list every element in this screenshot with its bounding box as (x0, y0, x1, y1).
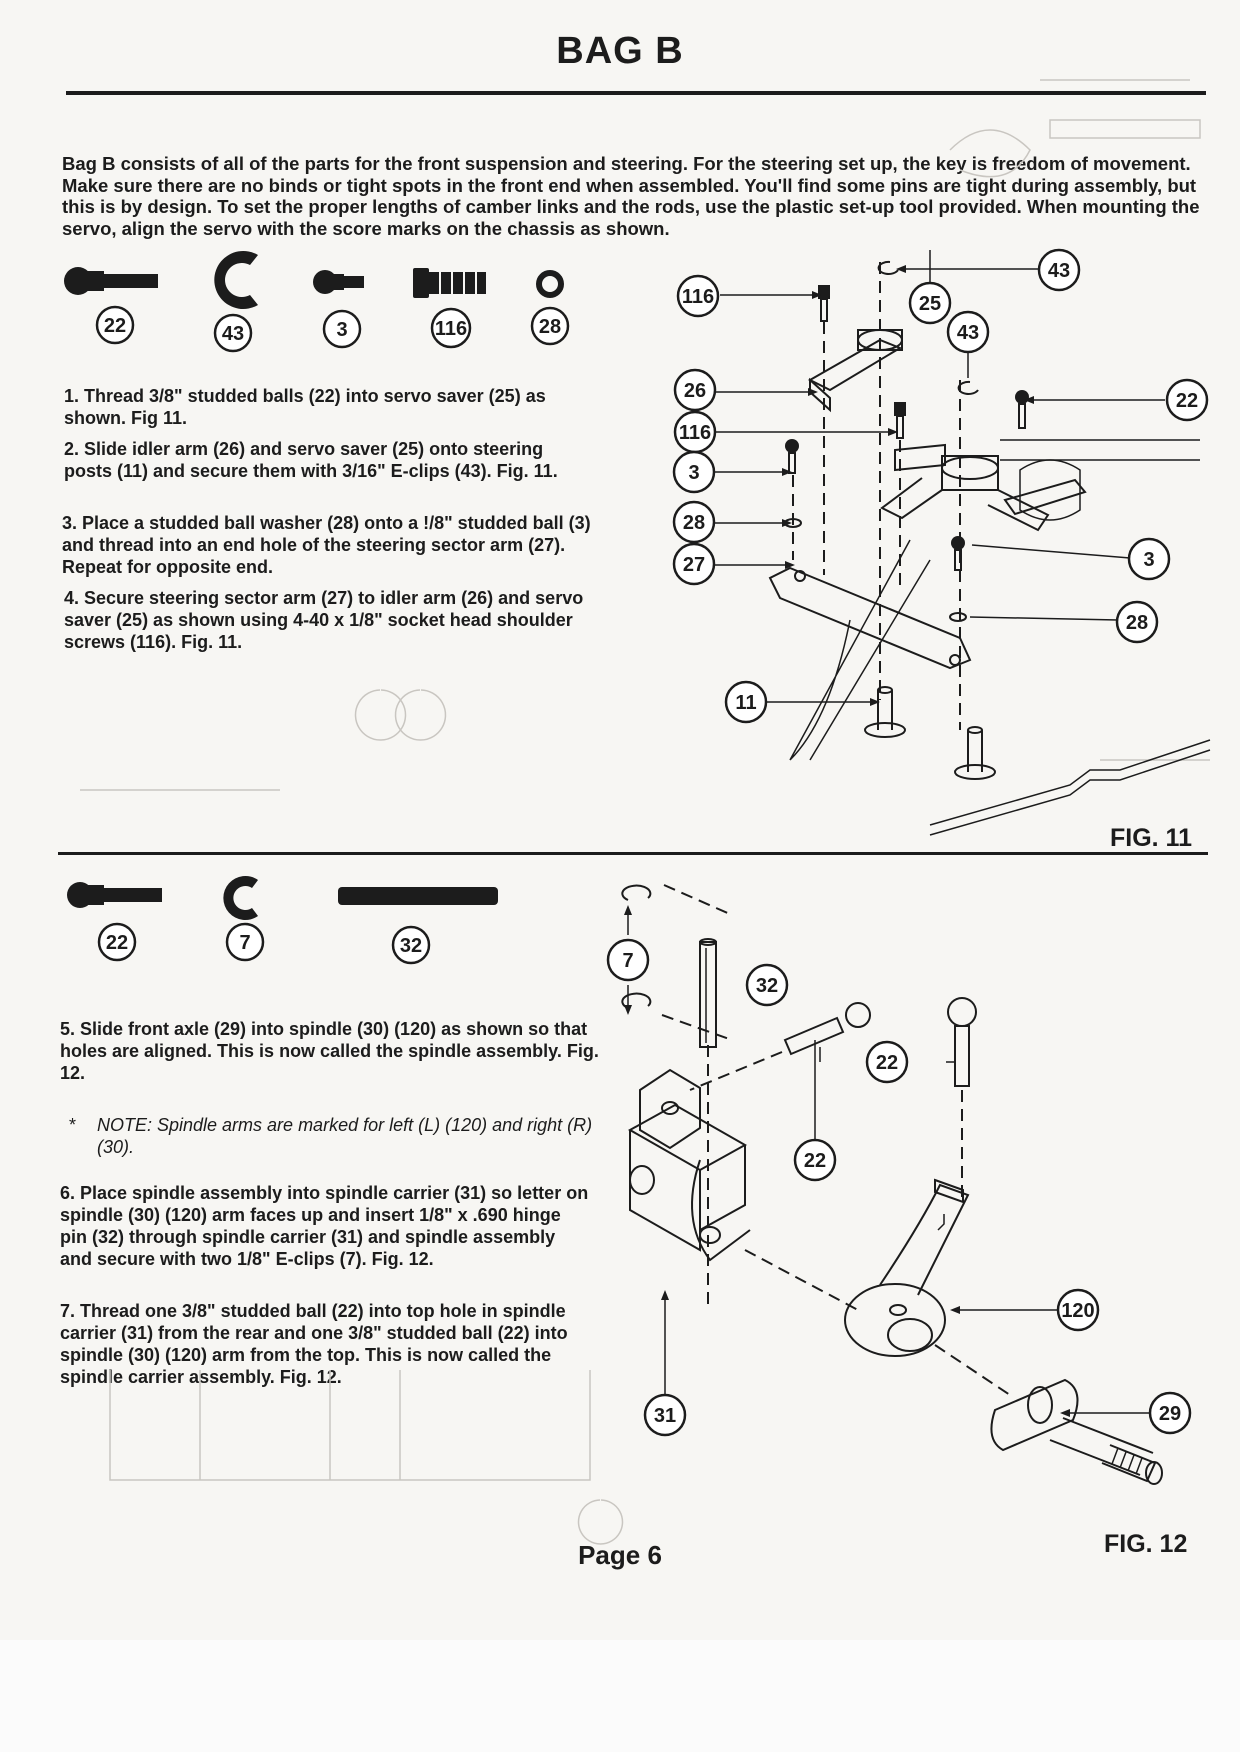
fig12-callout-32: 32 (745, 963, 789, 1007)
fig11-callout-116-top: 116 (676, 274, 720, 318)
part-label-7: 7 (225, 922, 265, 962)
step-4: 4. Secure steering sector arm (27) to id… (64, 588, 584, 652)
studded-ball-22-icon (64, 267, 158, 295)
step-5: 5. Slide front axle (29) into spindle (3… (60, 1019, 599, 1083)
svg-text:116: 116 (682, 286, 714, 308)
washer-28-icon (536, 270, 564, 298)
fig-12-drawing: 7 32 22 22 120 31 29 (606, 884, 1192, 1485)
svg-text:22: 22 (104, 315, 126, 337)
svg-text:32: 32 (756, 975, 778, 997)
fig11-callout-25: 25 (908, 281, 952, 325)
svg-text:32: 32 (400, 935, 422, 957)
fig11-callout-28-left: 28 (672, 500, 716, 544)
svg-text:3: 3 (688, 462, 699, 484)
svg-text:28: 28 (683, 512, 705, 534)
step-1: 1. Thread 3/8" studded balls (22) into s… (64, 386, 546, 428)
svg-text:27: 27 (683, 554, 705, 576)
part-label-28: 28 (530, 306, 570, 346)
svg-text:29: 29 (1159, 1403, 1181, 1425)
fig11-callout-116-mid: 116 (673, 410, 717, 454)
svg-text:22: 22 (106, 932, 128, 954)
part-label-3: 3 (322, 309, 362, 349)
fig11-callout-11: 11 (724, 680, 768, 724)
step-2: 2. Slide idler arm (26) and servo saver … (64, 439, 558, 481)
svg-text:116: 116 (679, 422, 711, 444)
part-label-43: 43 (213, 313, 253, 353)
note-asterisk: * (69, 1115, 77, 1135)
note-text: NOTE: Spindle arms are marked for left (… (97, 1115, 593, 1157)
svg-text:11: 11 (735, 692, 756, 714)
step-6: 6. Place spindle assembly into spindle c… (60, 1183, 589, 1269)
step-3: 3. Place a studded ball washer (28) onto… (62, 513, 591, 577)
svg-text:28: 28 (1126, 612, 1148, 634)
studded-ball-22-icon (67, 882, 162, 908)
section-rule (58, 852, 1208, 855)
svg-text:22: 22 (804, 1150, 826, 1172)
svg-text:120: 120 (1061, 1300, 1094, 1322)
svg-text:26: 26 (684, 380, 706, 402)
page-title: BAG B (556, 30, 684, 72)
fig-11-label: FIG. 11 (1110, 824, 1192, 852)
fig11-callout-26: 26 (673, 368, 717, 412)
fig11-callout-28-right: 28 (1115, 600, 1159, 644)
part-label-22: 22 (97, 922, 137, 962)
svg-text:43: 43 (222, 323, 244, 345)
fig-11-drawing: 116 25 43 43 26 116 3 28 27 22 3 (672, 248, 1211, 836)
manual-page (0, 0, 1240, 1640)
fig11-callout-27: 27 (672, 542, 716, 586)
parts-row-1: 22 43 3 116 28 (64, 250, 570, 353)
title-rule (66, 91, 1206, 95)
e-clip-43-icon (214, 250, 258, 309)
page-number: Page 6 (578, 1540, 662, 1570)
svg-text:43: 43 (1048, 260, 1070, 282)
fig11-callout-22: 22 (1165, 378, 1209, 422)
socket-screw-116-icon (413, 268, 486, 298)
svg-text:7: 7 (622, 950, 633, 972)
fig11-callout-43-mid: 43 (946, 310, 990, 354)
hinge-pin-32-icon (338, 887, 498, 905)
part-label-116: 116 (430, 307, 472, 349)
fig12-callout-7: 7 (606, 938, 650, 982)
step-7: 7. Thread one 3/8" studded ball (22) int… (60, 1301, 568, 1387)
studded-ball-3-icon (313, 270, 364, 294)
spindle-note: * NOTE: Spindle arms are marked for left… (69, 1114, 607, 1158)
svg-text:7: 7 (239, 932, 250, 954)
fig12-callout-22-top: 22 (865, 1040, 909, 1084)
part-label-32: 32 (391, 925, 431, 965)
intro-paragraph: Bag B consists of all of the parts for t… (62, 153, 1200, 239)
svg-text:31: 31 (654, 1405, 676, 1427)
fig12-callout-29: 29 (1148, 1391, 1192, 1435)
fig11-callout-3-right: 3 (1127, 537, 1171, 581)
fig11-callout-3-left: 3 (672, 450, 716, 494)
e-clip-7-icon (223, 876, 258, 921)
fig12-callout-31: 31 (643, 1393, 687, 1437)
svg-text:3: 3 (1143, 549, 1154, 571)
svg-text:22: 22 (876, 1052, 898, 1074)
fig12-callout-22-mid: 22 (793, 1138, 837, 1182)
scan-margin (0, 1640, 1240, 1752)
svg-text:3: 3 (336, 319, 347, 341)
fig-12-label: FIG. 12 (1104, 1530, 1188, 1558)
svg-text:43: 43 (957, 322, 979, 344)
bleed-through (80, 79, 1210, 1545)
svg-text:22: 22 (1176, 390, 1198, 412)
fig12-callout-120: 120 (1056, 1288, 1100, 1332)
part-label-22: 22 (95, 305, 135, 345)
parts-row-2: 22 7 32 (67, 876, 498, 965)
svg-text:116: 116 (435, 318, 467, 340)
svg-text:25: 25 (919, 293, 941, 315)
svg-text:28: 28 (539, 316, 561, 338)
fig11-callout-43-top: 43 (1037, 248, 1081, 292)
